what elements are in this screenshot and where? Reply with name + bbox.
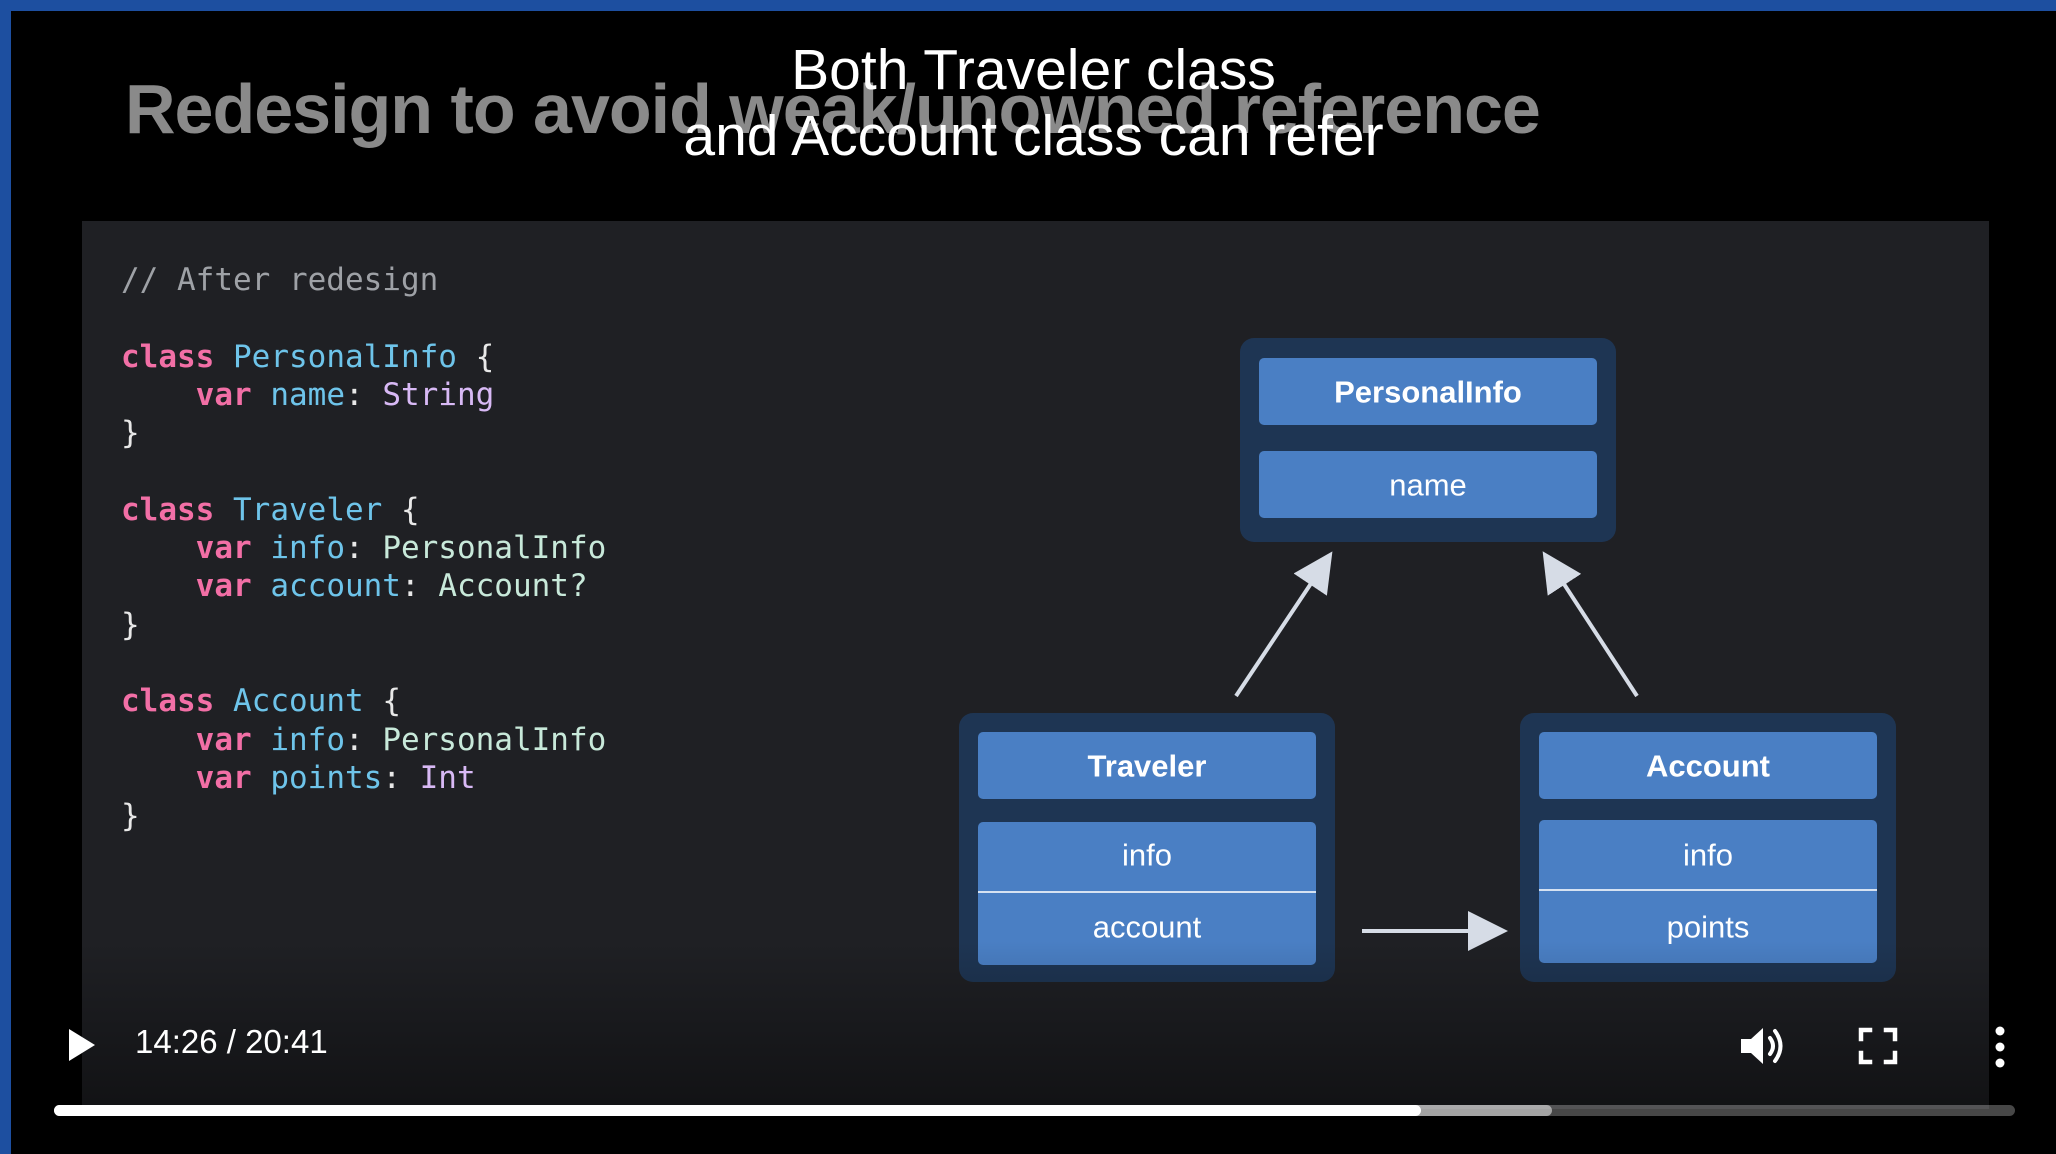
video-player[interactable]: Redesign to avoid weak/unowned reference… (11, 11, 2056, 1154)
more-vert-icon (1995, 1026, 2005, 1068)
fullscreen-button[interactable] (1854, 1021, 1902, 1071)
personalinfo-node: PersonalInfo name (1240, 338, 1616, 542)
code-property: points (270, 759, 383, 796)
code-block: // After redesign class PersonalInfo { v… (121, 262, 607, 835)
code-type: PersonalInfo (382, 721, 607, 758)
code-keyword: class (121, 338, 215, 375)
subtitle-caption: Both Traveler class and Account class ca… (11, 37, 2056, 169)
code-keyword: var (195, 530, 252, 567)
personalinfo-header-label: PersonalInfo (1334, 375, 1522, 410)
traveler-fields-box (978, 822, 1316, 965)
progress-played (54, 1105, 1421, 1116)
personalinfo-header-box (1259, 358, 1597, 425)
code-keyword: class (121, 491, 215, 528)
account-header-label: Account (1646, 749, 1770, 784)
personalinfo-field-name: name (1389, 468, 1467, 503)
traveler-field-account: account (1093, 910, 1202, 945)
code-type: String (382, 376, 495, 413)
window-frame-top (0, 0, 2056, 11)
more-options-button[interactable] (1988, 1019, 2012, 1075)
account-header-box (1539, 732, 1877, 799)
code-keyword: class (121, 683, 215, 720)
traveler-field-info: info (1122, 838, 1172, 873)
code-type: Account? (438, 568, 588, 605)
code-class-name: Account (233, 683, 364, 720)
play-button[interactable] (61, 1021, 105, 1069)
window-frame-left (0, 0, 11, 1154)
code-property: account (270, 568, 401, 605)
controls-gradient (11, 941, 2056, 1154)
traveler-header-label: Traveler (1088, 749, 1207, 784)
code-type: Int (419, 759, 476, 796)
code-keyword: var (195, 568, 252, 605)
progress-bar[interactable] (54, 1105, 2015, 1116)
play-icon (69, 1029, 95, 1061)
code-class-name: Traveler (233, 491, 383, 528)
code-type: PersonalInfo (382, 530, 607, 567)
traveler-header-box (978, 732, 1316, 799)
account-fields-box (1539, 820, 1877, 963)
slide-content: // After redesign class PersonalInfo { v… (82, 221, 1989, 1109)
account-field-points: points (1667, 910, 1750, 945)
time-display: 14:26 / 20:41 (135, 1023, 328, 1060)
arrow-traveler-to-personalinfo (1234, 551, 1333, 698)
slide-title: Redesign to avoid weak/unowned reference (125, 70, 1541, 148)
account-node: Account info points (1520, 713, 1896, 982)
volume-button[interactable] (1733, 1017, 1791, 1075)
account-field-info: info (1683, 838, 1733, 873)
code-keyword: var (195, 759, 252, 796)
class-diagram: PersonalInfo name Traveler info account … (959, 338, 1896, 982)
caption-line-2: and Account class can refer (683, 104, 1384, 168)
volume-icon (1741, 1028, 1783, 1064)
personalinfo-field-box (1259, 451, 1597, 518)
code-property: info (270, 721, 345, 758)
code-property: name (270, 376, 345, 413)
fullscreen-icon (1858, 1027, 1898, 1065)
code-keyword: var (195, 376, 252, 413)
code-property: info (270, 530, 345, 567)
code-keyword: var (195, 721, 252, 758)
code-class-name: PersonalInfo (233, 338, 457, 375)
caption-line-1: Both Traveler class (791, 38, 1276, 102)
code-comment: // After redesign (121, 262, 439, 298)
arrow-account-to-personalinfo (1542, 551, 1639, 698)
traveler-node: Traveler info account (959, 713, 1335, 982)
